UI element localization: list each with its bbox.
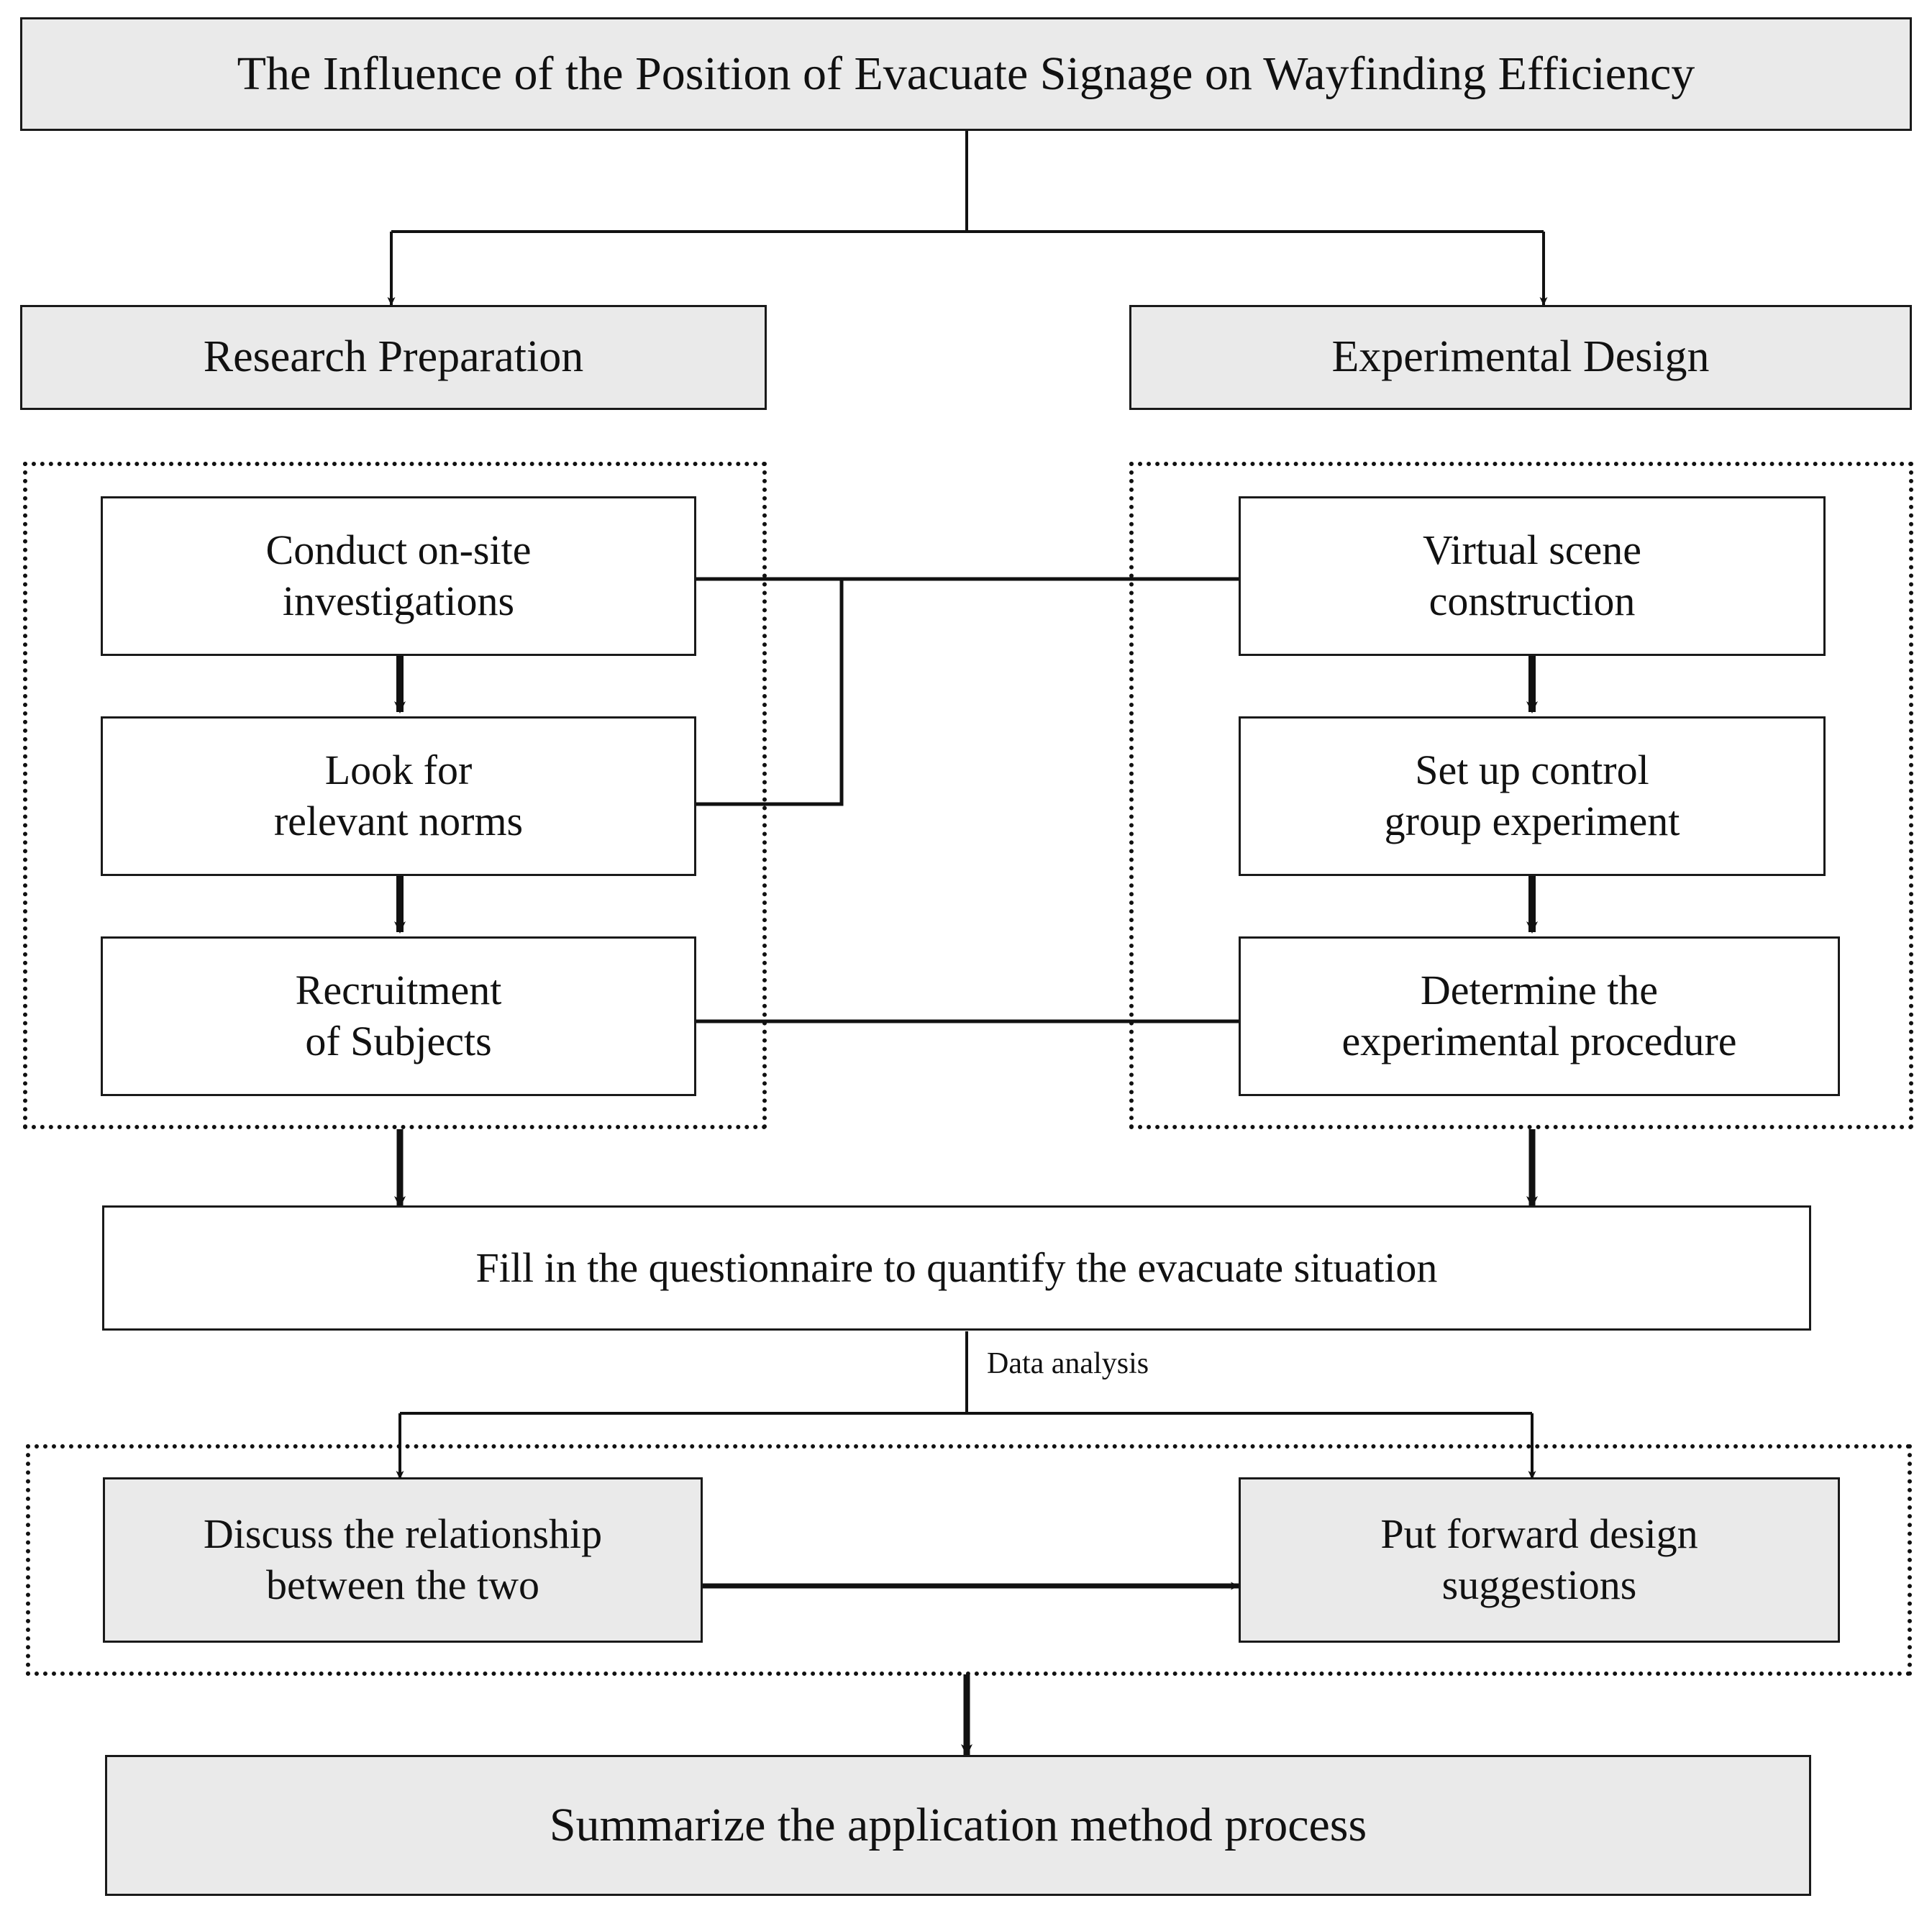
step-put-forward-design-suggestions: Put forward design suggestions xyxy=(1239,1477,1840,1643)
step-determine-the-experimental-procedure-label: Determine the experimental procedure xyxy=(1341,967,1737,1064)
node-fill-in-the-questionnaire: Fill in the questionnaire to quantify th… xyxy=(102,1205,1811,1331)
edge-label-data-analysis-text: Data analysis xyxy=(987,1347,1149,1380)
step-look-for-relevant-norms: Look for relevant norms xyxy=(101,716,696,876)
step-discuss-the-relationship-between-the-two-label: Discuss the relationship between the two xyxy=(203,1510,603,1608)
edge-label-data-analysis: Data analysis xyxy=(987,1346,1149,1381)
step-set-up-control-group-experiment: Set up control group experiment xyxy=(1239,716,1826,876)
step-virtual-scene-construction: Virtual scene construction xyxy=(1239,496,1826,656)
phase-research-preparation: Research Preparation xyxy=(20,305,767,410)
phase-experimental-design: Experimental Design xyxy=(1129,305,1912,410)
step-conduct-on-site-investigations-label: Conduct on-site investigations xyxy=(265,526,532,624)
step-determine-the-experimental-procedure: Determine the experimental procedure xyxy=(1239,936,1840,1096)
node-summarize-the-application-method-process: Summarize the application method process xyxy=(105,1755,1811,1896)
group-experimental-design xyxy=(1129,462,1913,1129)
title-node: The Influence of the Position of Evacuat… xyxy=(20,17,1912,131)
node-summarize-the-application-method-process-label: Summarize the application method process xyxy=(549,1798,1367,1851)
step-recruitment-of-subjects: Recruitment of Subjects xyxy=(101,936,696,1096)
step-conduct-on-site-investigations: Conduct on-site investigations xyxy=(101,496,696,656)
phase-experimental-design-label: Experimental Design xyxy=(1331,332,1710,382)
phase-research-preparation-label: Research Preparation xyxy=(203,332,584,382)
step-put-forward-design-suggestions-label: Put forward design suggestions xyxy=(1380,1510,1698,1608)
step-discuss-the-relationship-between-the-two: Discuss the relationship between the two xyxy=(103,1477,703,1643)
title-node-label: The Influence of the Position of Evacuat… xyxy=(237,47,1695,100)
step-look-for-relevant-norms-label: Look for relevant norms xyxy=(273,747,524,844)
step-set-up-control-group-experiment-label: Set up control group experiment xyxy=(1384,747,1680,844)
step-recruitment-of-subjects-label: Recruitment of Subjects xyxy=(295,967,502,1064)
node-fill-in-the-questionnaire-label: Fill in the questionnaire to quantify th… xyxy=(475,1244,1438,1291)
group-data-analysis xyxy=(26,1444,1912,1676)
step-virtual-scene-construction-label: Virtual scene construction xyxy=(1422,526,1642,624)
